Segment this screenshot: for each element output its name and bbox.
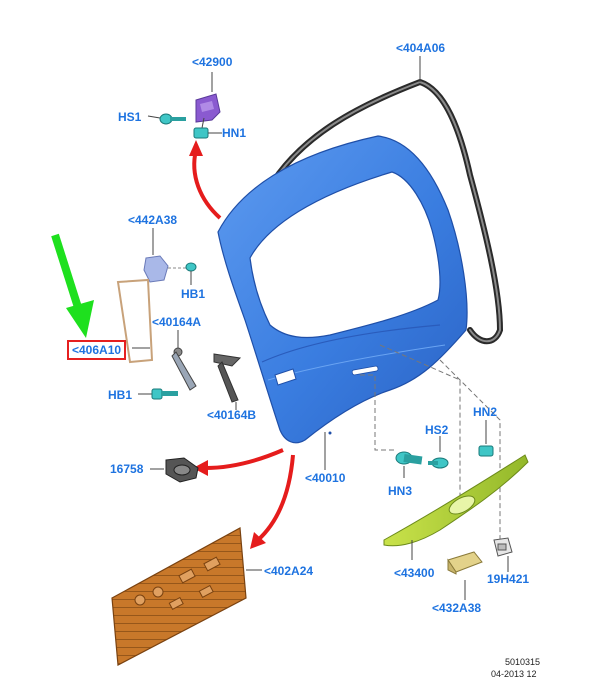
arrow-to-bumper — [204, 448, 284, 470]
reference-number: 5010315 — [505, 657, 541, 667]
label-hb1-bottom[interactable]: HB1 — [108, 388, 133, 402]
label-404A06[interactable]: <404A06 — [396, 41, 446, 55]
spoiler-43400 — [383, 454, 529, 560]
bumper-16758 — [150, 457, 199, 483]
switch-19H421 — [493, 537, 513, 572]
bolt-hb1-top — [185, 262, 197, 285]
label-406A10[interactable]: <406A10 — [67, 340, 127, 360]
label-40164A[interactable]: <40164A — [152, 315, 202, 329]
lamp-432A38 — [447, 551, 483, 600]
arrow-to-panel — [256, 454, 295, 542]
nut-hn2 — [478, 420, 494, 457]
panel-402A24 — [111, 527, 262, 666]
screw-hs1 — [147, 113, 186, 125]
wiper-arm-40164A — [171, 330, 197, 391]
bolt-hb1-bottom — [138, 388, 178, 400]
label-402A24[interactable]: <402A24 — [264, 564, 314, 578]
revision-date: 04-2013 12 — [491, 669, 537, 679]
label-hn1[interactable]: HN1 — [222, 126, 247, 140]
label-hb1-top[interactable]: HB1 — [181, 287, 206, 301]
label-hn2[interactable]: HN2 — [473, 405, 498, 419]
liftgate-window-opening — [249, 171, 441, 339]
label-432A38[interactable]: <432A38 — [432, 601, 482, 615]
label-40164B[interactable]: <40164B — [207, 408, 257, 422]
nut-hn1 — [193, 127, 222, 139]
screw-hs2 — [428, 436, 449, 469]
label-43400[interactable]: <43400 — [394, 566, 435, 580]
wiper-blade-40164B — [213, 353, 242, 410]
screw-hn3 — [395, 451, 423, 478]
label-442A38[interactable]: <442A38 — [128, 213, 178, 227]
label-19H421[interactable]: 19H421 — [487, 572, 530, 586]
arrow-to-latch — [192, 149, 222, 220]
latch-42900 — [195, 72, 221, 129]
label-40010[interactable]: <40010 — [305, 471, 346, 485]
cable-406A10 — [116, 278, 154, 364]
label-16758[interactable]: 16758 — [110, 462, 144, 476]
clip-442A38 — [143, 228, 186, 283]
label-hs2[interactable]: HS2 — [425, 423, 449, 437]
label-hs1[interactable]: HS1 — [118, 110, 142, 124]
label-42900[interactable]: <42900 — [192, 55, 233, 69]
label-hn3[interactable]: HN3 — [388, 484, 413, 498]
